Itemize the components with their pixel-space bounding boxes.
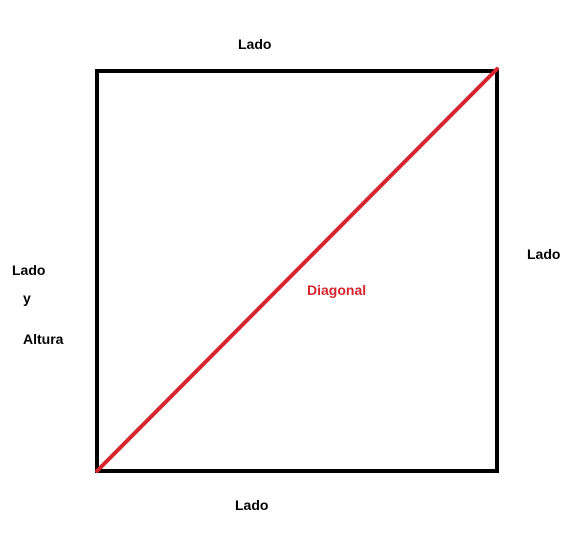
top-side-label: Lado (238, 36, 272, 52)
right-side-label: Lado (527, 246, 561, 262)
diagonal-line (95, 67, 499, 473)
left-side-label-line2: y (23, 290, 31, 306)
left-side-label-line3: Altura (23, 331, 64, 347)
diagonal-label: Diagonal (307, 282, 367, 298)
square-outline (95, 69, 499, 473)
left-side-label-line1: Lado (12, 262, 46, 278)
bottom-side-label: Lado (235, 497, 269, 513)
